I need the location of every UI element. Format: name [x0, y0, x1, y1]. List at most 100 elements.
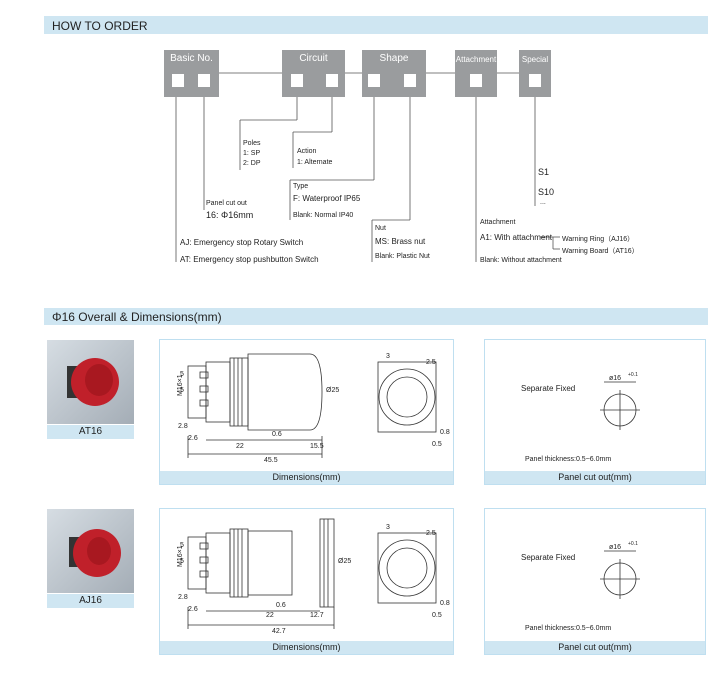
panel-cut-card: Separate Fixed ø16 +0.1 Panel thickness:…: [484, 508, 706, 655]
how-to-order-title: HOW TO ORDER: [52, 19, 148, 33]
hole-diameter: ø16: [609, 544, 621, 551]
dim-total: 42.7: [272, 628, 286, 635]
code-slot: [368, 74, 380, 87]
dimension-drawing: M16×1 Ø25 5 5 2.8 2.6 0.6 22 15.5 45.5 3…: [177, 353, 450, 464]
dim-f: 0.6: [272, 431, 282, 438]
dim-h: 15.5: [310, 443, 324, 450]
panel-thickness: Panel thickness:0.5~6.0mm: [525, 456, 612, 463]
hole-tolerance: +0.1: [628, 541, 638, 547]
hole-tolerance: +0.1: [628, 372, 638, 378]
dimension-drawing: M16×1 Ø25 5 5 2.8 2.6 0.6 22 12.7 42.7 3…: [177, 518, 450, 635]
attachment-box: Attachment: [455, 50, 497, 97]
dim-e: 2.6: [188, 435, 198, 442]
dimensions-drawing-card: M16×1 Ø25 5 5 2.8 2.6 0.6 22 12.7 42.7 3…: [159, 508, 454, 655]
dimensions-header: Φ16 Overall & Dimensions(mm): [44, 308, 708, 325]
type-waterproof: F: Waterproof IP65: [293, 194, 361, 203]
dim-g: 22: [266, 612, 274, 619]
emergency-stop-button-image: [67, 358, 119, 406]
dim-thread: M16×1: [177, 545, 184, 567]
code-slot: [291, 74, 303, 87]
dimensions-caption: Dimensions(mm): [160, 471, 453, 484]
product-model: AT16: [47, 425, 134, 439]
attach-with: A1: With attachment: [480, 233, 553, 242]
separate-fixed-label: Separate Fixed: [521, 553, 576, 562]
product-photo: [47, 509, 134, 593]
action-alternate: 1: Alternate: [297, 159, 333, 166]
dim-diameter: Ø25: [326, 387, 339, 394]
poles-dp: 2: DP: [243, 160, 261, 167]
dim-3: 3: [386, 524, 390, 531]
attach-board: Warning Board（AT16）: [562, 248, 639, 255]
dim-e: 2.6: [188, 606, 198, 613]
code-slot: [172, 74, 184, 87]
dim-3: 3: [386, 353, 390, 360]
type-normal: Blank: Normal IP40: [293, 212, 354, 219]
special-box: Special: [519, 50, 551, 97]
attachment-label: Attachment: [455, 55, 497, 64]
dim-b: 5: [180, 558, 184, 565]
special-label: Special: [521, 55, 549, 64]
poles-sp: 1: SP: [243, 150, 261, 157]
type-title: Type: [293, 183, 309, 190]
poles-title: Poles: [243, 140, 261, 147]
panel-thickness: Panel thickness:0.5~6.0mm: [525, 625, 612, 632]
panel-cut-caption: Panel cut out(mm): [485, 471, 705, 484]
panel-hole-drawing: ø16 +0.1: [600, 541, 640, 599]
product-model: AJ16: [47, 594, 134, 608]
separate-fixed-label: Separate Fixed: [521, 384, 576, 393]
code-slot: [198, 74, 210, 87]
dim-h: 12.7: [310, 612, 324, 619]
basic-no-box: Basic No.: [164, 50, 219, 97]
dim-08: 0.8: [440, 429, 450, 436]
attach-blank: Blank: Without attachment: [480, 257, 562, 264]
special-s10: S10: [538, 187, 555, 197]
nut-title: Nut: [375, 225, 386, 232]
basic-no-label: Basic No.: [170, 53, 213, 64]
product-photo: [47, 340, 134, 424]
panel-cut-caption: Panel cut out(mm): [485, 641, 705, 654]
shape-label: Shape: [379, 53, 409, 64]
dim-total: 45.5: [264, 457, 278, 464]
hole-diameter: ø16: [609, 375, 621, 382]
code-slot: [470, 74, 482, 87]
shape-box: Shape: [362, 50, 426, 97]
dim-f: 0.6: [276, 602, 286, 609]
panel-cut-title: Panel cut out: [206, 200, 247, 207]
special-s1: S1: [538, 167, 550, 177]
panel-hole-drawing: ø16 +0.1: [600, 372, 640, 430]
dim-b: 5: [180, 387, 184, 394]
dim-25: 2.5: [426, 359, 436, 366]
dim-diameter: Ø25: [338, 558, 351, 565]
dimensions-caption: Dimensions(mm): [160, 641, 453, 654]
dim-25: 2.5: [426, 530, 436, 537]
dimensions-title: Φ16 Overall & Dimensions(mm): [52, 310, 222, 324]
how-to-order-header: HOW TO ORDER: [44, 16, 708, 34]
code-slot: [326, 74, 338, 87]
basic-at: AT: Emergency stop pushbutton Switch: [180, 255, 319, 264]
order-code-diagram: Basic No. Circuit Shape Attachment Speci…: [0, 0, 725, 290]
dim-g: 22: [236, 443, 244, 450]
circuit-label: Circuit: [299, 53, 328, 64]
panel-cut-value: 16: Φ16mm: [206, 210, 254, 220]
action-title: Action: [297, 148, 317, 155]
attach-ring: Warning Ring（AJ16）: [562, 236, 635, 243]
nut-plastic: Blank: Plastic Nut: [375, 253, 430, 260]
dim-c: 2.8: [178, 594, 188, 601]
panel-cut-card: Separate Fixed ø16 +0.1 Panel thickness:…: [484, 339, 706, 485]
dim-08: 0.8: [440, 600, 450, 607]
code-slot: [404, 74, 416, 87]
emergency-stop-button-image: [69, 529, 121, 577]
dimensions-drawing-card: M16×1 Ø25 5 5 2.8 2.6 0.6 22 15.5 45.5 3…: [159, 339, 454, 485]
code-slot: [529, 74, 541, 87]
order-connector-lines: [175, 72, 560, 262]
dim-a: 5: [180, 371, 184, 378]
dim-05: 0.5: [432, 612, 442, 619]
dim-05: 0.5: [432, 441, 442, 448]
special-more: ...: [540, 199, 546, 206]
dim-thread: M16×1: [177, 374, 184, 396]
dim-a: 5: [180, 542, 184, 549]
nut-brass: MS: Brass nut: [375, 237, 426, 246]
basic-aj: AJ: Emergency stop Rotary Switch: [180, 238, 304, 247]
attach-title: Attachment: [480, 219, 516, 226]
dim-c: 2.8: [178, 423, 188, 430]
